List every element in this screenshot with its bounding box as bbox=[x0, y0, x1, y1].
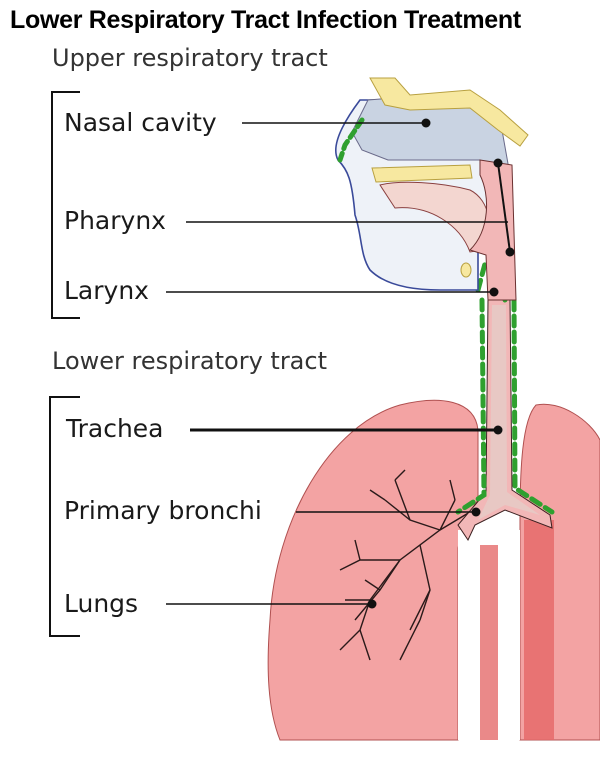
nasal-cavity-label: Nasal cavity bbox=[64, 108, 217, 137]
nasal-mucosa bbox=[337, 117, 365, 163]
left-lung-edge bbox=[480, 545, 498, 740]
left-lung-shape bbox=[267, 399, 479, 741]
larynx-label: Larynx bbox=[64, 276, 149, 305]
pharynx-shape bbox=[469, 159, 517, 301]
lungs-label: Lungs bbox=[64, 589, 139, 618]
upper-tract-heading: Upper respiratory tract bbox=[52, 44, 328, 72]
right-lung-shadow bbox=[524, 520, 554, 740]
primary-bronchi-label: Primary bronchi bbox=[64, 496, 262, 525]
leader-lines bbox=[166, 122, 511, 605]
hyoid-bone bbox=[460, 262, 472, 278]
page-title: Lower Respiratory Tract Infection Treatm… bbox=[10, 6, 521, 34]
trachea-label: Trachea bbox=[66, 414, 164, 443]
pharynx-label: Pharynx bbox=[64, 206, 166, 235]
leader-dots bbox=[367, 118, 515, 609]
lower-tract-heading: Lower respiratory tract bbox=[52, 347, 327, 375]
bronchiole-branches bbox=[339, 469, 471, 661]
palate-bone bbox=[371, 164, 473, 183]
upper-tract-bracket bbox=[51, 91, 80, 319]
lower-tract-bracket bbox=[49, 396, 80, 637]
trachea-lumen bbox=[478, 305, 540, 520]
skull-bone bbox=[369, 77, 529, 147]
